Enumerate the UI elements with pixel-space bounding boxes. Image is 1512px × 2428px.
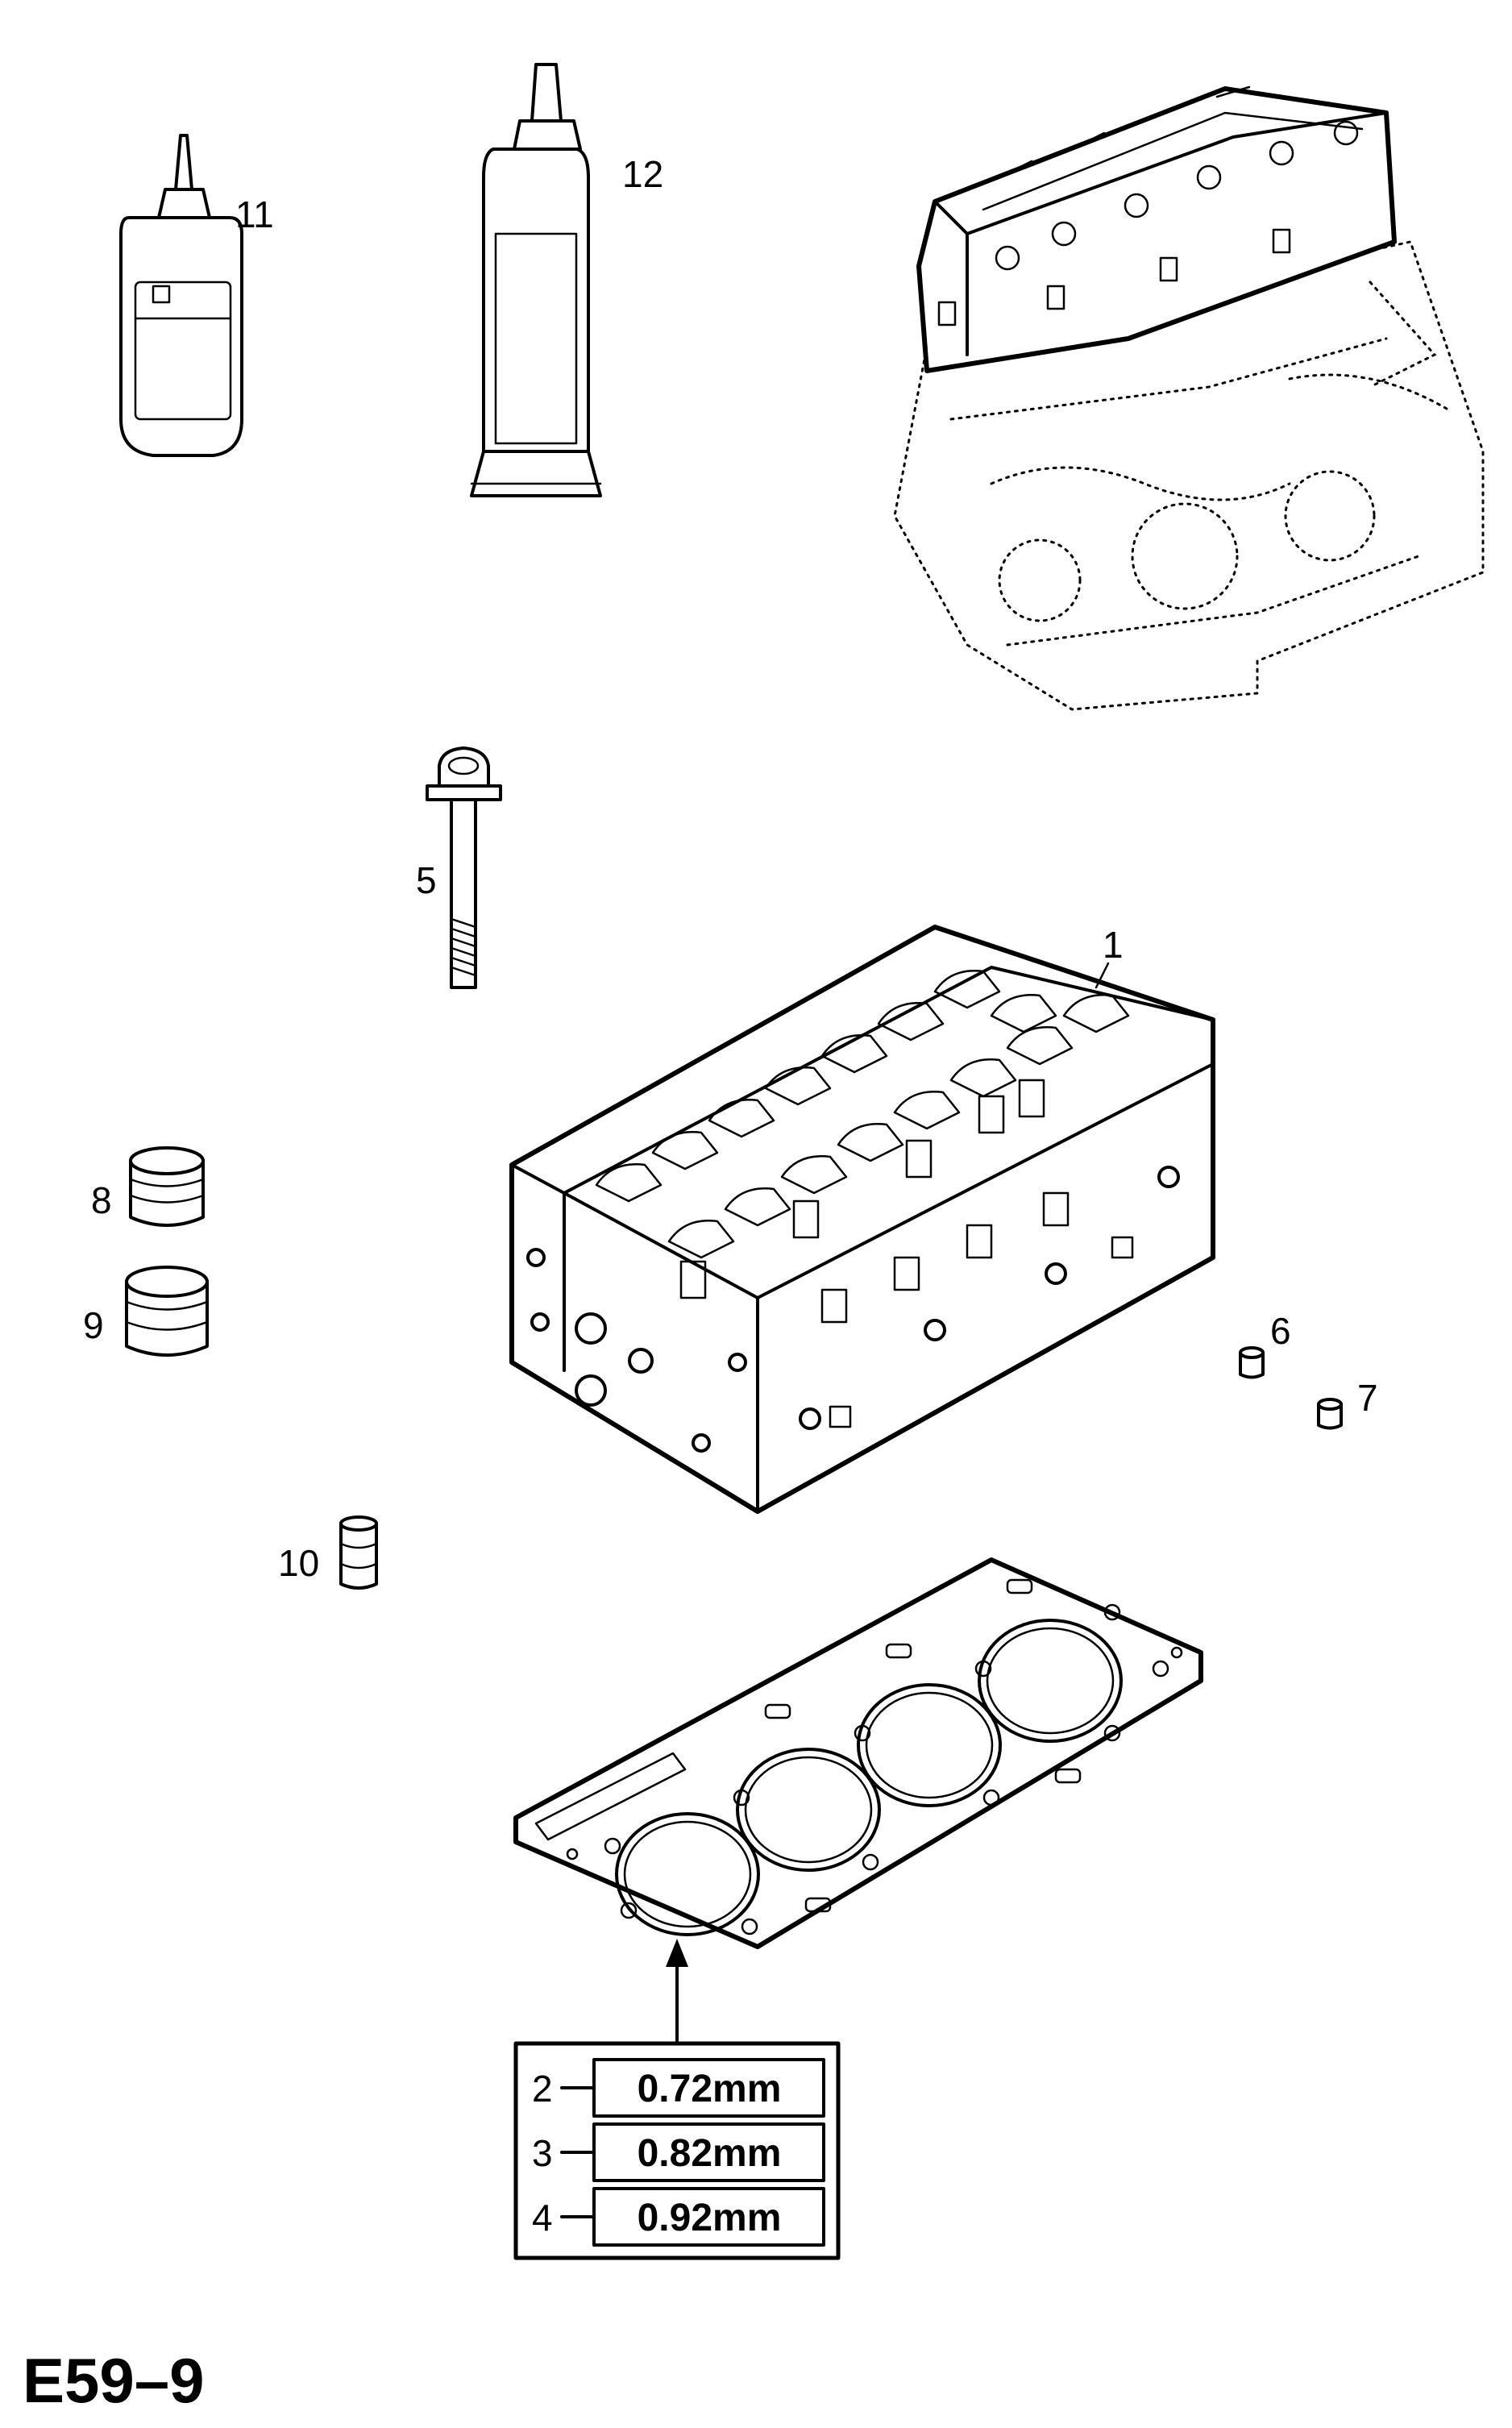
cylinder-head-illustration (509, 925, 1215, 1514)
callout-9: 9 (83, 1304, 104, 1346)
engine-assembly-illustration (893, 85, 1485, 711)
callout-12: 12 (622, 153, 663, 195)
callout-11: 11 (235, 193, 274, 235)
callout-1: 1 (1103, 924, 1124, 966)
plug-10-illustration (339, 1515, 378, 1590)
gasket-thickness-table: 2 0.72mm 3 0.82mm 4 0.92mm (513, 2041, 841, 2260)
callout-8: 8 (91, 1179, 112, 1221)
callout-7: 7 (1357, 1377, 1378, 1419)
table-value-3: 0.82mm (638, 2132, 782, 2175)
table-value-2: 0.72mm (638, 2068, 782, 2110)
table-ref-2: 2 (532, 2068, 553, 2110)
head-gasket-illustration (513, 1557, 1203, 1949)
head-bolt-illustration (426, 746, 502, 989)
core-plug-8-illustration (129, 1146, 205, 1227)
callout-5: 5 (416, 859, 437, 901)
table-value-4: 0.92mm (638, 2197, 782, 2239)
dowel-7-illustration (1317, 1398, 1343, 1430)
core-plug-9-illustration (125, 1266, 209, 1357)
gasket-arrow (666, 1939, 688, 2045)
dowel-6-illustration (1239, 1346, 1265, 1379)
callout-6: 6 (1270, 1310, 1291, 1352)
oil-bottle-illustration (119, 134, 243, 457)
diagram-code: E59–9 (23, 2345, 205, 2416)
table-ref-3: 3 (532, 2132, 553, 2174)
valve-train-details (595, 970, 1130, 1299)
leader-line-1 (1095, 962, 1110, 989)
table-ref-4: 4 (532, 2197, 553, 2239)
callout-10: 10 (278, 1542, 319, 1584)
sealant-tube-illustration (470, 63, 602, 497)
